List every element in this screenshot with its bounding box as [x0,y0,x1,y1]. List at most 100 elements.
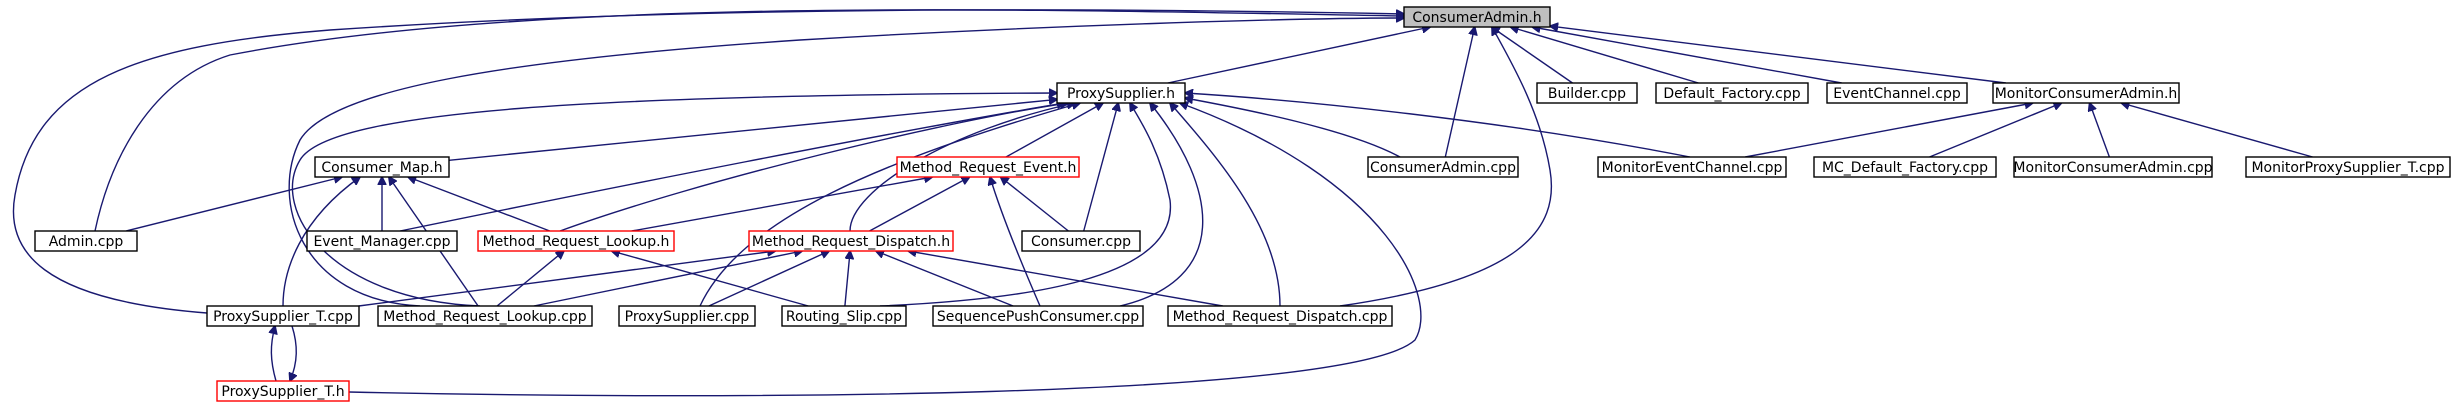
edge-consumer-map-h-to-proxysupplier-h [448,99,1057,161]
node-box [1813,156,1997,178]
node-label: Method_Request_Event.h [900,160,1077,176]
edge-method-request-event-h-to-proxysupplier-h [1005,103,1103,158]
node-label: Default_Factory.cpp [1663,86,1800,102]
node-box [1403,6,1551,28]
edge-monitoreventchannel-cpp-to-monitorconsumeradmin-h [1745,103,2033,158]
node-box [216,380,350,402]
node-label: Routing_Slip.cpp [786,309,902,325]
node-method-request-lookup-h[interactable]: Method_Request_Lookup.h [477,230,675,252]
node-proxysupplier-t-cpp[interactable]: ProxySupplier_T.cpp [206,305,360,327]
edge-monitorconsumeradmin-cpp-to-monitorconsumeradmin-h [2090,103,2111,158]
node-box [1367,156,1519,178]
node-box [314,156,450,178]
node-box [306,230,458,252]
node-box [781,305,907,327]
edge-routing-slip-cpp-to-method-request-dispatch-h [844,251,850,307]
node-box [1056,82,1186,104]
edge-sequencepushconsumer-cpp-to-method-request-dispatch-h [876,251,1014,307]
edge-method-request-dispatch-cpp-to-proxysupplier-h [1170,103,1281,307]
edge-method-request-dispatch-cpp-to-method-request-dispatch-h [908,251,1223,307]
node-admin-cpp[interactable]: Admin.cpp [34,230,138,252]
edge-method-request-dispatch-cpp-to-consumeradmin-h [1339,27,1553,307]
node-label: Builder.cpp [1548,86,1626,102]
edge-method-request-lookup-h-to-consumer-map-h [408,177,551,232]
edge-method-request-dispatch-h-to-method-request-event-h [869,177,970,232]
node-box [34,230,138,252]
edge-default-factory-cpp-to-consumeradmin-h [1511,27,1699,84]
edge-mc-default-factory-cpp-to-monitorconsumeradmin-h [1929,103,2062,158]
node-label: Admin.cpp [49,234,124,250]
node-method-request-dispatch-cpp[interactable]: Method_Request_Dispatch.cpp [1167,305,1393,327]
edge-admin-cpp-to-consumer-map-h [125,177,342,232]
node-box [1536,82,1638,104]
node-label: Consumer_Map.h [321,160,442,176]
node-proxysupplier-t-h[interactable]: ProxySupplier_T.h [216,380,350,402]
node-box [748,230,954,252]
node-routing-slip-cpp[interactable]: Routing_Slip.cpp [781,305,907,327]
node-box [1597,156,1787,178]
node-label: ConsumerAdmin.cpp [1370,160,1516,176]
node-consumer-map-h[interactable]: Consumer_Map.h [314,156,450,178]
edge-sequencepushconsumer-cpp-to-proxysupplier-h [1119,103,1204,307]
node-consumer-cpp[interactable]: Consumer.cpp [1021,230,1141,252]
node-proxysupplier-cpp[interactable]: ProxySupplier.cpp [618,305,756,327]
node-label: ProxySupplier.h [1067,86,1175,102]
edge-method-request-lookup-cpp-to-method-request-dispatch-h [533,251,802,307]
edge-monitoreventchannel-cpp-to-proxysupplier-h [1185,93,1691,158]
node-box [1167,305,1393,327]
node-label: ProxySupplier.cpp [625,309,750,325]
node-method-request-dispatch-h[interactable]: Method_Request_Dispatch.h [748,230,954,252]
node-label: Method_Request_Lookup.cpp [383,309,587,325]
node-monitorproxysupplier-t-cpp[interactable]: MonitorProxySupplier_T.cpp [2245,156,2451,178]
node-label: ConsumerAdmin.h [1412,10,1541,26]
node-label: EventChannel.cpp [1833,86,1961,102]
node-box [2245,156,2451,178]
node-box [1021,230,1141,252]
edge-method-request-lookup-h-to-method-request-event-h [631,177,933,232]
node-monitorconsumeradmin-h[interactable]: MonitorConsumerAdmin.h [1992,82,2180,104]
node-default-factory-cpp[interactable]: Default_Factory.cpp [1655,82,1809,104]
edge-proxysupplier-t-h-to-proxysupplier-t-cpp [271,326,276,382]
node-box [377,305,593,327]
edge-method-request-lookup-cpp-to-consumeradmin-h [288,18,1404,307]
node-consumeradmin-cpp[interactable]: ConsumerAdmin.cpp [1367,156,1519,178]
node-box [2013,156,2213,178]
edge-method-request-lookup-h-to-proxysupplier-h [559,103,1068,232]
edge-routing-slip-cpp-to-proxysupplier-h [879,103,1171,307]
edge-proxysupplier-cpp-to-proxysupplier-h [699,103,1080,307]
node-box [1992,82,2180,104]
node-label: MonitorProxySupplier_T.cpp [2251,160,2444,176]
node-method-request-lookup-cpp[interactable]: Method_Request_Lookup.cpp [377,305,593,327]
edge-proxysupplier-h-to-consumeradmin-h [1167,27,1430,84]
node-builder-cpp[interactable]: Builder.cpp [1536,82,1638,104]
node-box [1826,82,1968,104]
node-box [477,230,675,252]
edge-proxysupplier-t-cpp-to-proxysupplier-t-h [290,325,296,381]
node-mc-default-factory-cpp[interactable]: MC_Default_Factory.cpp [1813,156,1997,178]
node-eventchannel-cpp[interactable]: EventChannel.cpp [1826,82,1968,104]
edge-builder-cpp-to-consumeradmin-h [1492,27,1573,84]
node-label: ProxySupplier_T.cpp [213,309,353,325]
node-label: Event_Manager.cpp [313,234,450,250]
edge-proxysupplier-t-cpp-to-method-request-dispatch-h [358,251,776,307]
node-box [896,156,1080,178]
node-monitoreventchannel-cpp[interactable]: MonitorEventChannel.cpp [1597,156,1787,178]
node-proxysupplier-h[interactable]: ProxySupplier.h [1056,82,1186,104]
edge-consumer-cpp-to-proxysupplier-h [1083,103,1119,232]
node-label: MC_Default_Factory.cpp [1822,160,1988,176]
node-box [1655,82,1809,104]
node-method-request-event-h[interactable]: Method_Request_Event.h [896,156,1080,178]
node-monitorconsumeradmin-cpp[interactable]: MonitorConsumerAdmin.cpp [2013,156,2213,178]
node-event-manager-cpp[interactable]: Event_Manager.cpp [306,230,458,252]
node-label: Method_Request_Dispatch.h [752,234,950,250]
node-label: MonitorConsumerAdmin.h [1995,86,2178,102]
edge-routing-slip-cpp-to-method-request-lookup-h [612,251,809,307]
node-label: SequencePushConsumer.cpp [937,309,1139,325]
node-sequencepushconsumer-cpp[interactable]: SequencePushConsumer.cpp [932,305,1144,327]
node-label: MonitorConsumerAdmin.cpp [2013,160,2212,176]
node-label: Method_Request_Lookup.h [483,234,670,250]
node-label: Consumer.cpp [1031,234,1131,250]
edge-proxysupplier-t-h-to-proxysupplier-h [348,103,1422,397]
